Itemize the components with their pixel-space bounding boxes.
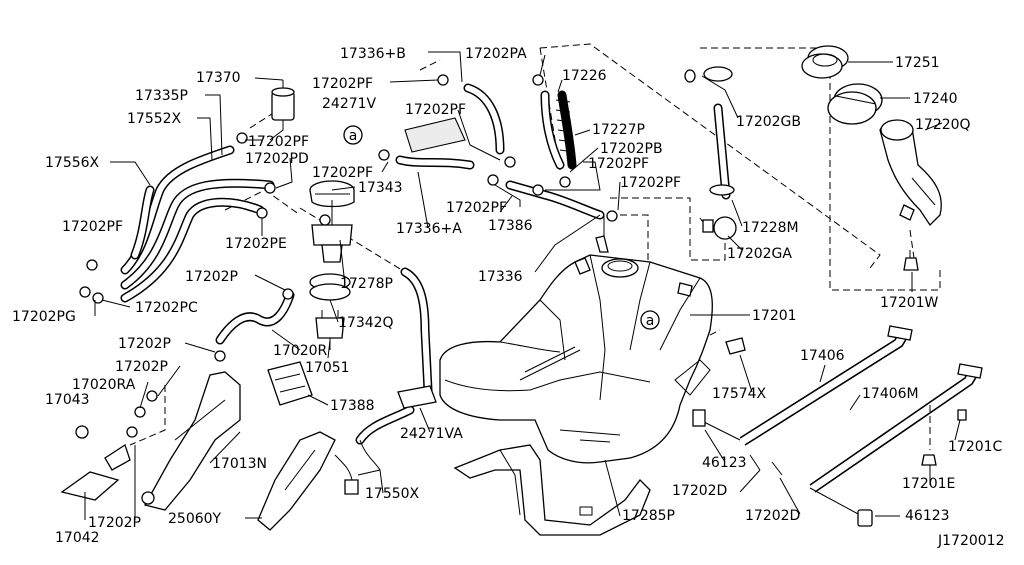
callout-17550x: 17550X	[365, 486, 420, 502]
clamps	[79, 74, 618, 438]
callout-17202gb: 17202GB	[736, 114, 801, 130]
callout-24271v: 24271V	[322, 96, 377, 112]
fuel-filter	[269, 80, 295, 141]
callout-17202pg: 17202PG	[12, 309, 76, 325]
callout-46123-1: 46123	[702, 455, 747, 471]
callout-17227p: 17227P	[592, 122, 645, 138]
callout-17202ga: 17202GA	[727, 246, 792, 262]
callout-17202p-1: 17202P	[185, 269, 238, 285]
callout-17220q: 17220Q	[915, 117, 971, 133]
callout-17556x: 17556X	[45, 155, 100, 171]
callout-17202pf-2: 17202PF	[405, 102, 466, 118]
callout-25060y: 25060Y	[168, 511, 222, 527]
callout-17202pf-4: 17202PF	[588, 156, 649, 172]
callout-17202pd: 17202PD	[245, 151, 309, 167]
callout-17335p: 17335P	[135, 88, 188, 104]
reference-mark-a-1: a	[349, 128, 358, 144]
callout-17285p: 17285P	[622, 508, 675, 524]
callout-17202pf-5: 17202PF	[312, 165, 373, 181]
callout-17202pa: 17202PA	[465, 46, 527, 62]
callout-17013n: 17013N	[212, 456, 267, 472]
callout-17386: 17386	[488, 218, 533, 234]
callout-17552x: 17552X	[127, 111, 182, 127]
callout-17406m: 17406M	[862, 386, 919, 402]
pump-assembly	[309, 180, 355, 350]
callout-17043: 17043	[45, 392, 90, 408]
callout-17202p-2: 17202P	[118, 336, 171, 352]
callout-17202pf-6: 17202PF	[620, 175, 681, 191]
callout-17202d-2: 17202D	[745, 508, 800, 524]
callout-17020r: 17020R	[273, 343, 328, 359]
callout-17388: 17388	[330, 398, 375, 414]
callout-17202pb: 17202PB	[600, 141, 663, 157]
callout-17226: 17226	[562, 68, 607, 84]
callout-17278p: 17278P	[340, 276, 393, 292]
callout-17202p-3: 17202P	[115, 359, 168, 375]
callout-17343: 17343	[358, 180, 403, 196]
strap-hardware	[725, 337, 967, 476]
callout-17336-b: 17336+B	[340, 46, 406, 62]
callout-17020ra: 17020RA	[72, 377, 136, 393]
callout-17202pf-1: 17202PF	[312, 76, 373, 92]
callout-46123-2: 46123	[905, 508, 950, 524]
callout-17228m: 17228M	[742, 220, 799, 236]
callout-17201w: 17201W	[880, 295, 939, 311]
callout-17202pf-7: 17202PF	[446, 200, 507, 216]
callout-labels: 17336+B 17202PA 17226 17370 17202PF 2427…	[12, 46, 1004, 549]
fuel-tank	[439, 216, 713, 464]
heat-shield	[453, 444, 651, 536]
callout-24271va: 24271VA	[400, 426, 463, 442]
callout-17202p-4: 17202P	[88, 515, 141, 531]
callout-17202pe: 17202PE	[225, 236, 287, 252]
leader-lines	[84, 51, 961, 520]
callout-17342q: 17342Q	[338, 315, 394, 331]
drawing-number: J1720012	[937, 533, 1004, 549]
shield-24271v	[404, 117, 466, 153]
callout-17042: 17042	[55, 530, 100, 546]
callout-17574x: 17574X	[712, 386, 767, 402]
callout-17202pc: 17202PC	[135, 300, 198, 316]
fuel-lines	[120, 83, 605, 471]
tank-straps	[692, 325, 983, 527]
callout-17202d-1: 17202D	[672, 483, 727, 499]
callout-17370: 17370	[196, 70, 241, 86]
lower-left-parts	[60, 361, 437, 531]
callout-17051: 17051	[305, 360, 350, 376]
callout-17201: 17201	[752, 308, 797, 324]
callout-17201c: 17201C	[948, 439, 1003, 455]
callout-17251: 17251	[895, 55, 940, 71]
callout-17406: 17406	[800, 348, 845, 364]
callout-17240: 17240	[913, 91, 958, 107]
reference-mark-a-2: a	[646, 313, 655, 329]
callout-17201e: 17201E	[902, 476, 955, 492]
callout-17336-a: 17336+A	[396, 221, 462, 237]
filler-assembly	[684, 45, 942, 271]
reference-marks: a a	[343, 125, 660, 330]
callout-17202pf-3: 17202PF	[248, 134, 309, 150]
callout-17202pf-8: 17202PF	[62, 219, 123, 235]
callout-17336: 17336	[478, 269, 523, 285]
